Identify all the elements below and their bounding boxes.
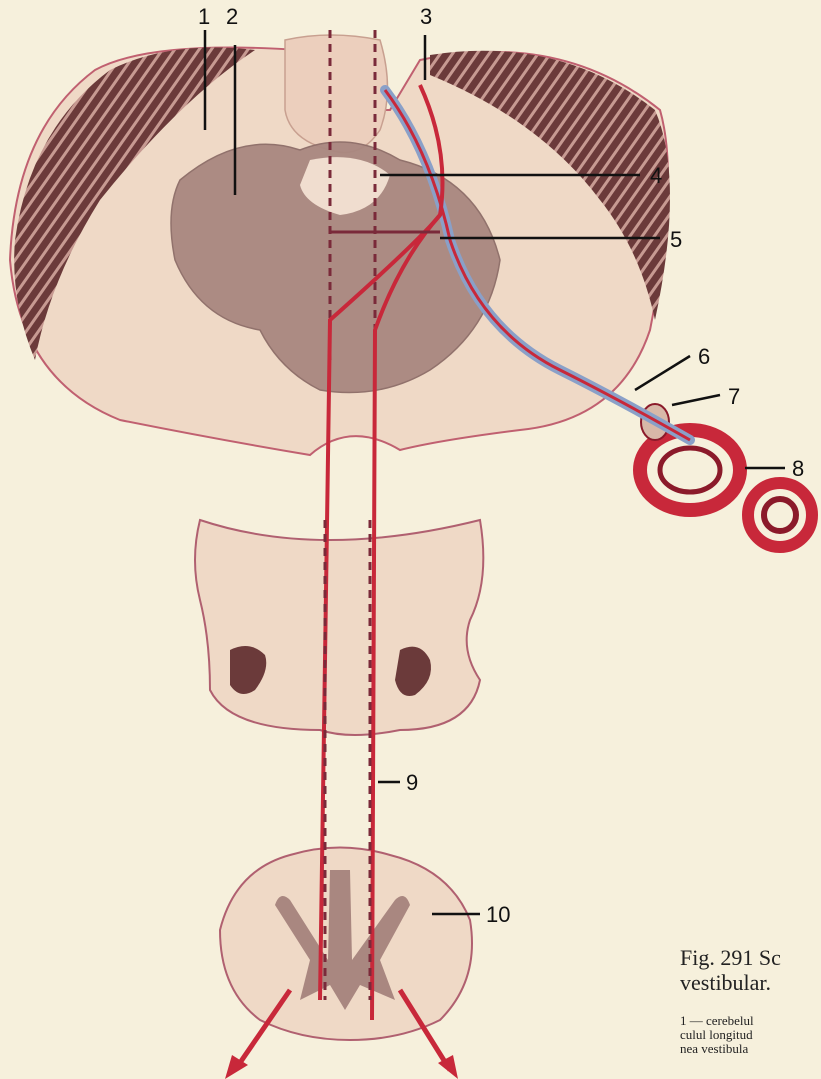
label-7: 7: [728, 384, 740, 409]
caption-legend: 1 — cerebelul culul longitud nea vestibu…: [680, 1014, 821, 1057]
caption-line-2: vestibular.: [680, 970, 821, 995]
medulla-section: [195, 520, 483, 735]
legend-line-1: 1 — cerebelul: [680, 1014, 821, 1028]
spinal-cord-section: [220, 848, 472, 1041]
label-5: 5: [670, 227, 682, 252]
label-2: 2: [226, 4, 238, 29]
label-6: 6: [698, 344, 710, 369]
label-8: 8: [792, 456, 804, 481]
legend-line-3: nea vestibula: [680, 1042, 821, 1056]
label-10: 10: [486, 902, 510, 927]
label-4: 4: [650, 163, 662, 188]
label-3: 3: [420, 4, 432, 29]
figure-caption: Fig. 291 Sc vestibular. 1 — cerebelul cu…: [680, 945, 821, 1056]
legend-line-2: culul longitud: [680, 1028, 821, 1042]
label-9: 9: [406, 770, 418, 795]
label-1: 1: [198, 4, 210, 29]
caption-line-1: Fig. 291 Sc: [680, 945, 821, 970]
